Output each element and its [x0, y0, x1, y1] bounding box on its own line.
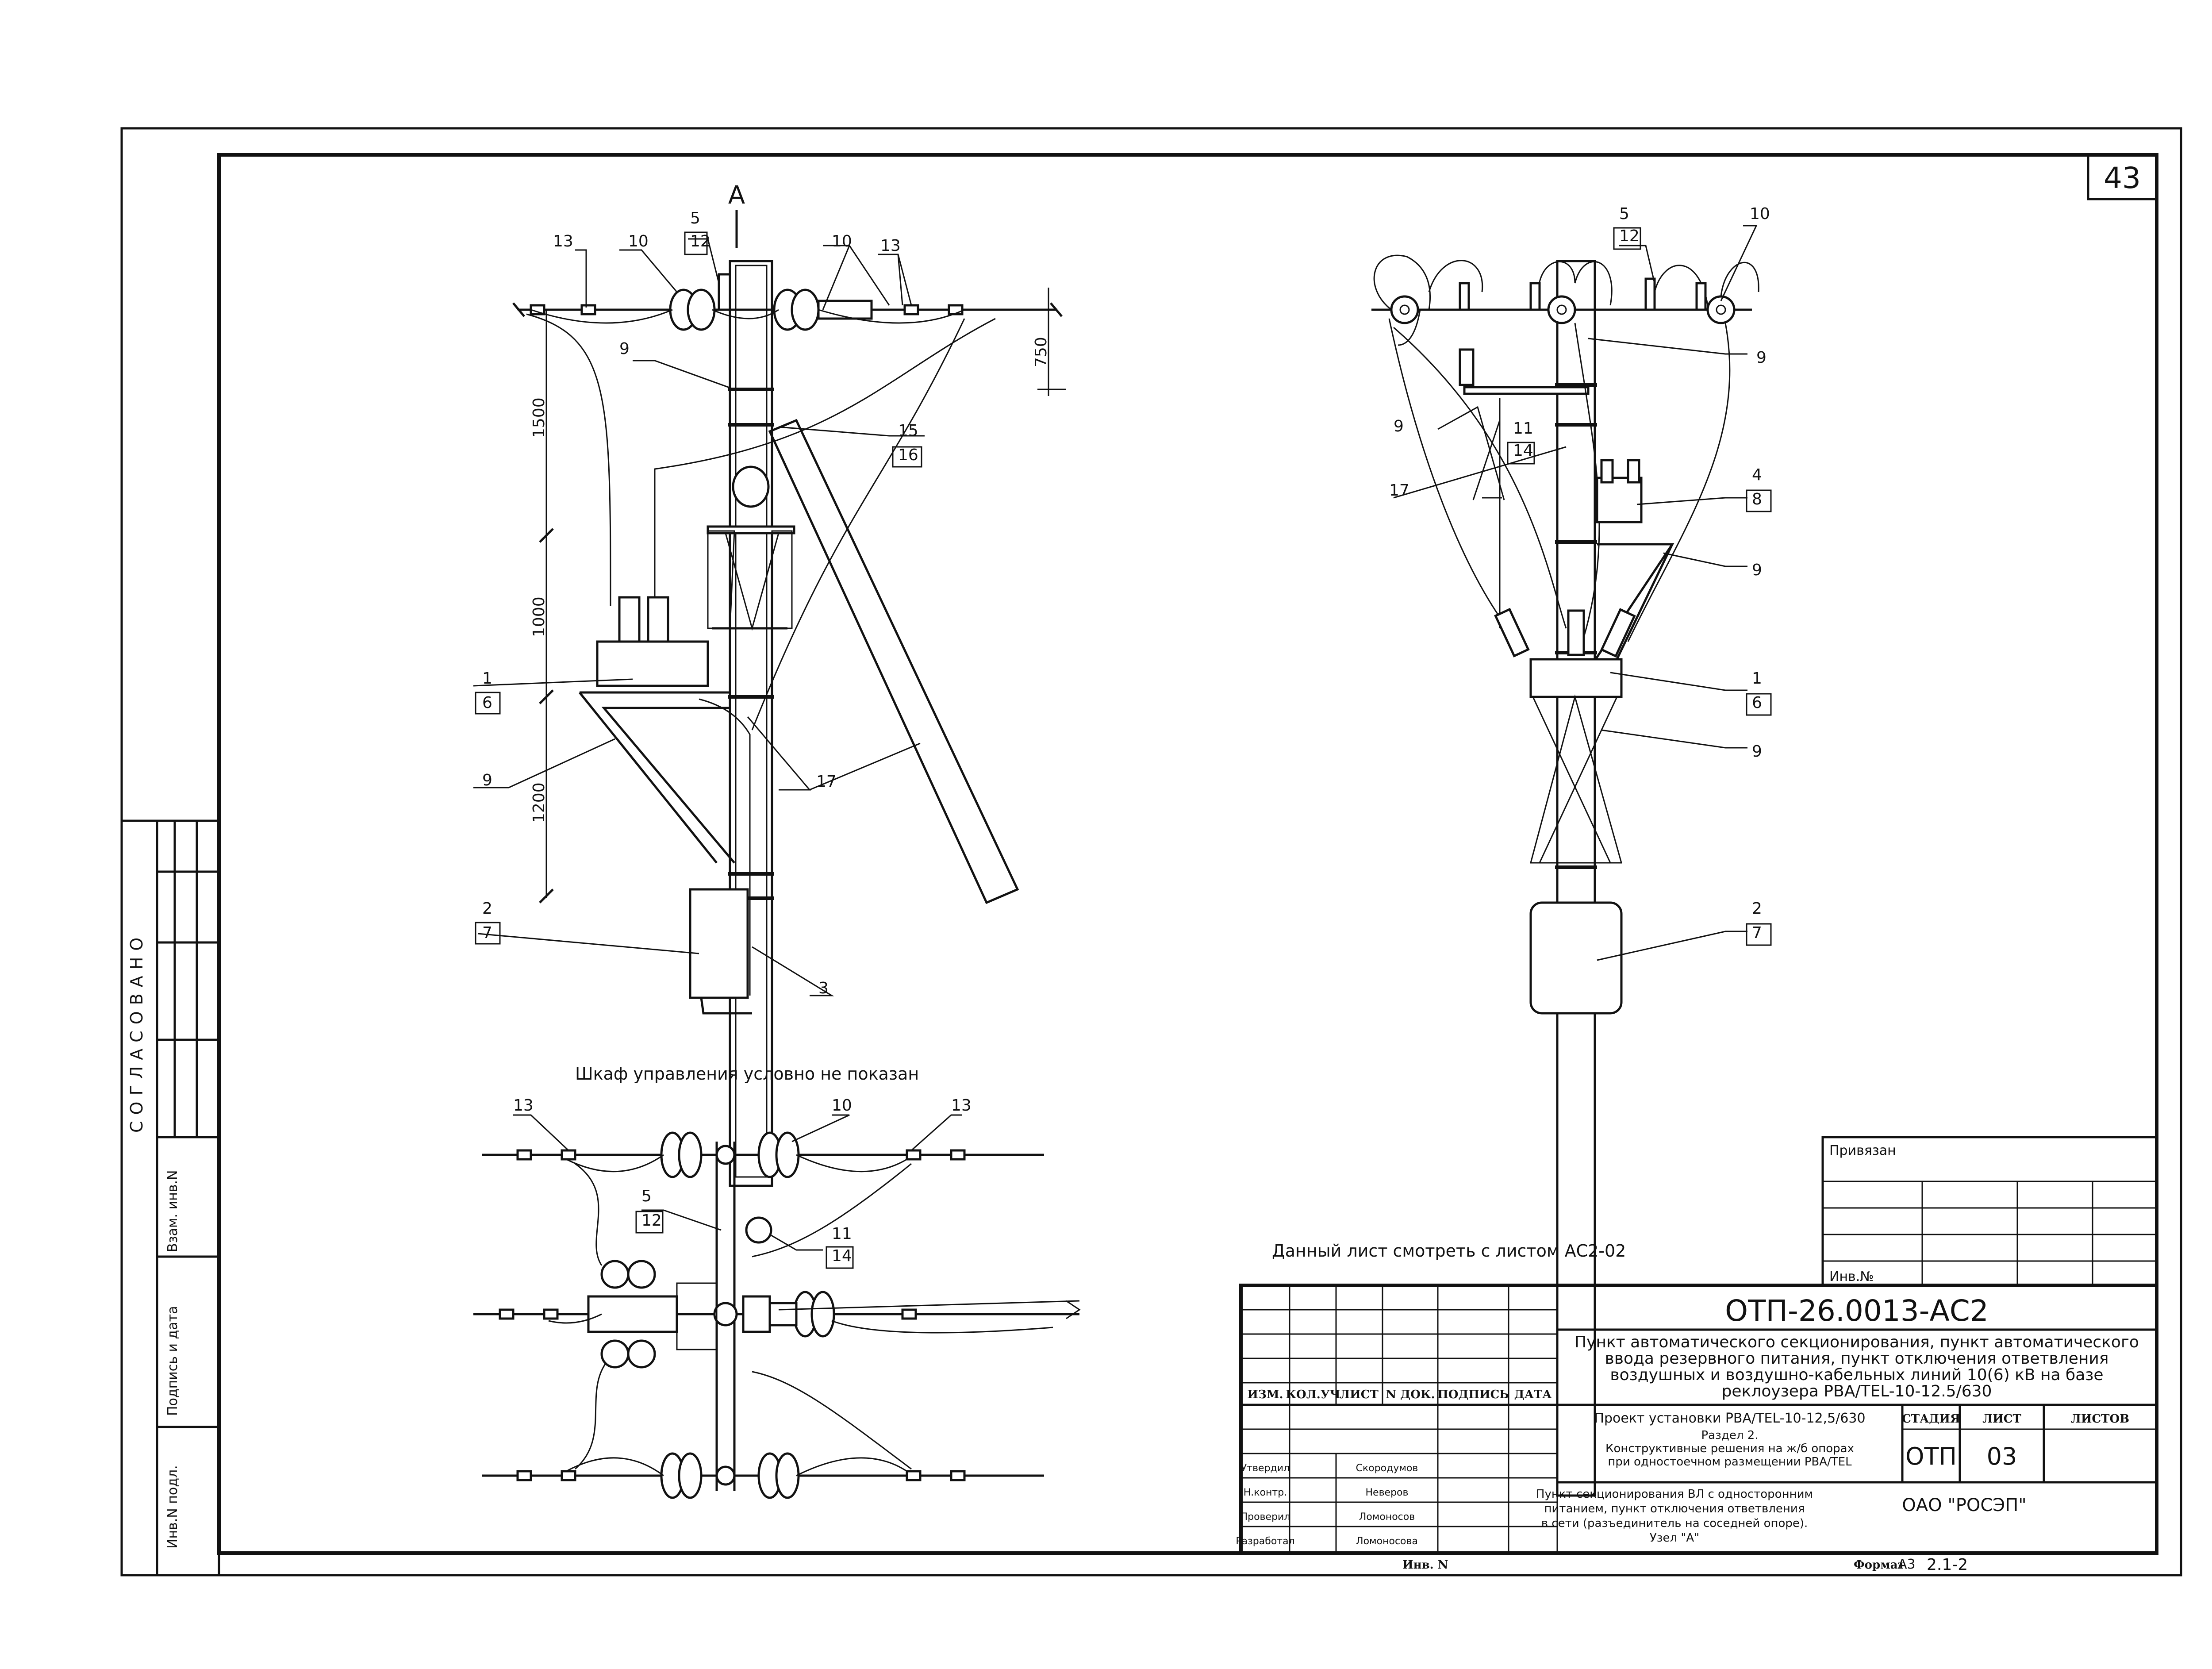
svg-text:17: 17	[816, 773, 837, 791]
svg-text:11: 11	[832, 1225, 852, 1243]
svg-text:питанием, пункт отключения отв: питанием, пункт отключения ответвления	[1544, 1502, 1805, 1515]
svg-text:Разработал: Разработал	[1236, 1536, 1294, 1547]
svg-text:7: 7	[1752, 924, 1762, 942]
dim-1000: 1000	[530, 596, 548, 637]
svg-text:14: 14	[1513, 442, 1533, 460]
dim-1500: 1500	[530, 397, 548, 438]
svg-text:6: 6	[1752, 694, 1762, 712]
doc-code: ОТП-26.0013-АС2	[1725, 1294, 1989, 1328]
svg-text:11: 11	[1513, 419, 1533, 438]
svg-text:Ломоносов: Ломоносов	[1359, 1511, 1415, 1523]
svg-text:Ломоносова: Ломоносова	[1356, 1536, 1418, 1547]
svg-text:5: 5	[1619, 205, 1629, 223]
format-label: Формат	[1854, 1558, 1905, 1572]
view-a: А	[473, 181, 1066, 1187]
page-number-box	[2087, 154, 2158, 200]
svg-text:Н.контр.: Н.контр.	[1244, 1487, 1287, 1498]
svg-text:9: 9	[1752, 561, 1762, 579]
dim-750: 750	[1032, 337, 1050, 367]
dim-1200: 1200	[530, 782, 548, 823]
inv-no-label: Инв.№	[1829, 1269, 1874, 1284]
svg-text:9: 9	[1752, 742, 1762, 761]
svg-text:14: 14	[832, 1247, 852, 1265]
svg-text:N ДОК.: N ДОК.	[1386, 1388, 1435, 1401]
svg-text:СТАДИЯ: СТАДИЯ	[1902, 1412, 1960, 1426]
svg-text:ЛИСТ: ЛИСТ	[1340, 1388, 1379, 1401]
svg-text:ЛИСТОВ: ЛИСТОВ	[2071, 1412, 2129, 1426]
svg-text:9: 9	[619, 340, 630, 358]
svg-text:6: 6	[482, 694, 492, 712]
svg-text:Узел "А": Узел "А"	[1650, 1531, 1699, 1545]
svg-text:воздушных и воздушно-кабельных: воздушных и воздушно-кабельных линий 10(…	[1610, 1366, 2103, 1384]
view-a-label: А	[728, 181, 745, 210]
code-bottom: 2.1-2	[1927, 1556, 1968, 1574]
svg-text:Раздел 2.: Раздел 2.	[1701, 1429, 1758, 1442]
svg-text:в сети (разъединитель на сосед: в сети (разъединитель на соседней опоре)…	[1541, 1517, 1808, 1530]
svg-text:1: 1	[482, 669, 492, 688]
svg-text:Пункт автоматического секциони: Пункт автоматического секционирования, п…	[1575, 1333, 2139, 1351]
svg-text:10: 10	[1750, 205, 1770, 223]
svg-text:7: 7	[482, 924, 492, 942]
inv-podl-label: Инв.N подл.	[165, 1465, 180, 1549]
page-number: 43	[2104, 161, 2141, 195]
svg-text:16: 16	[898, 446, 918, 464]
svg-text:13: 13	[951, 1096, 972, 1115]
svg-text:17: 17	[1389, 481, 1409, 500]
svg-text:Конструктивные решения на ж/б: Конструктивные решения на ж/б опорах	[1605, 1442, 1854, 1455]
svg-text:реклоузера PBA/TEL-10-12.5/630: реклоузера PBA/TEL-10-12.5/630	[1722, 1382, 1992, 1400]
svg-text:КОЛ.УЧ: КОЛ.УЧ	[1286, 1388, 1340, 1401]
svg-text:9: 9	[1756, 349, 1767, 367]
svg-text:9: 9	[1394, 417, 1404, 435]
svg-text:8: 8	[1752, 490, 1762, 508]
svg-text:12: 12	[641, 1211, 662, 1230]
svg-text:ОТП: ОТП	[1905, 1442, 1957, 1470]
svg-text:13: 13	[880, 237, 901, 255]
svg-text:2: 2	[1752, 900, 1762, 918]
svg-text:9: 9	[482, 771, 492, 789]
view-plan: Шкаф управления условно не показан	[473, 1064, 1081, 1499]
svg-text:15: 15	[898, 422, 918, 440]
svg-text:03: 03	[1987, 1442, 2017, 1470]
svg-text:при одностоечном размещении PB: при одностоечном размещении PBA/TEL	[1608, 1455, 1852, 1469]
side-stamp: СОГЛАСОВАНО Взам. инв.N Подпись и дата И…	[120, 819, 220, 1577]
svg-text:Утвердил: Утвердил	[1241, 1463, 1290, 1474]
svg-text:ИЗМ.: ИЗМ.	[1247, 1388, 1283, 1401]
note-cabinet: Шкаф управления условно не показан	[575, 1064, 919, 1084]
svg-text:ПОДПИСЬ: ПОДПИСЬ	[1437, 1388, 1509, 1401]
inv-bottom: Инв. N	[1402, 1558, 1448, 1572]
svg-text:10: 10	[832, 1096, 852, 1115]
svg-text:Проект установки PBA/TEL-10-12: Проект установки PBA/TEL-10-12,5/630	[1594, 1411, 1865, 1426]
svg-text:Проверил: Проверил	[1240, 1511, 1290, 1523]
svg-text:1: 1	[1752, 669, 1762, 688]
svg-text:4: 4	[1752, 466, 1762, 484]
svg-text:10: 10	[628, 232, 649, 250]
svg-text:5: 5	[690, 209, 700, 227]
svg-text:5: 5	[641, 1187, 652, 1205]
view-right: 5 12 10 9 9 11 14 17 4 8 9 1 6 9 2 7	[1371, 205, 1772, 1497]
svg-text:Неверов: Неверов	[1366, 1487, 1409, 1498]
title-block: ИЗМ. КОЛ.УЧ ЛИСТ N ДОК. ПОДПИСЬ ДАТА Утв…	[1236, 1284, 2158, 1555]
svg-text:ввода резервного питания, пунк: ввода резервного питания, пункт отключен…	[1605, 1350, 2109, 1368]
soglasovano-label: СОГЛАСОВАНО	[127, 931, 146, 1133]
note-see-sheet: Данный лист смотреть с листом АС2-02	[1272, 1241, 1626, 1261]
podpis-data-label: Подпись и дата	[165, 1306, 180, 1416]
svg-text:2: 2	[482, 900, 492, 918]
format-value: А3	[1898, 1557, 1916, 1572]
vzam-inv-label: Взам. инв.N	[165, 1170, 180, 1252]
privyazan-block: Привязан Инв.№	[1821, 1136, 2158, 1287]
svg-text:Скородумов: Скородумов	[1356, 1463, 1418, 1474]
svg-text:Пункт секционирования ВЛ с одн: Пункт секционирования ВЛ с односторонним	[1536, 1488, 1813, 1501]
svg-text:12: 12	[1619, 227, 1640, 245]
svg-text:3: 3	[818, 979, 829, 997]
org-name: ОАО "РОСЭП"	[1902, 1495, 2026, 1515]
svg-text:ДАТА: ДАТА	[1514, 1388, 1552, 1401]
privyazan-label: Привязан	[1829, 1143, 1896, 1158]
svg-text:13: 13	[513, 1096, 534, 1115]
svg-text:13: 13	[553, 232, 573, 250]
svg-text:10: 10	[832, 232, 852, 250]
svg-text:ЛИСТ: ЛИСТ	[1982, 1412, 2021, 1426]
